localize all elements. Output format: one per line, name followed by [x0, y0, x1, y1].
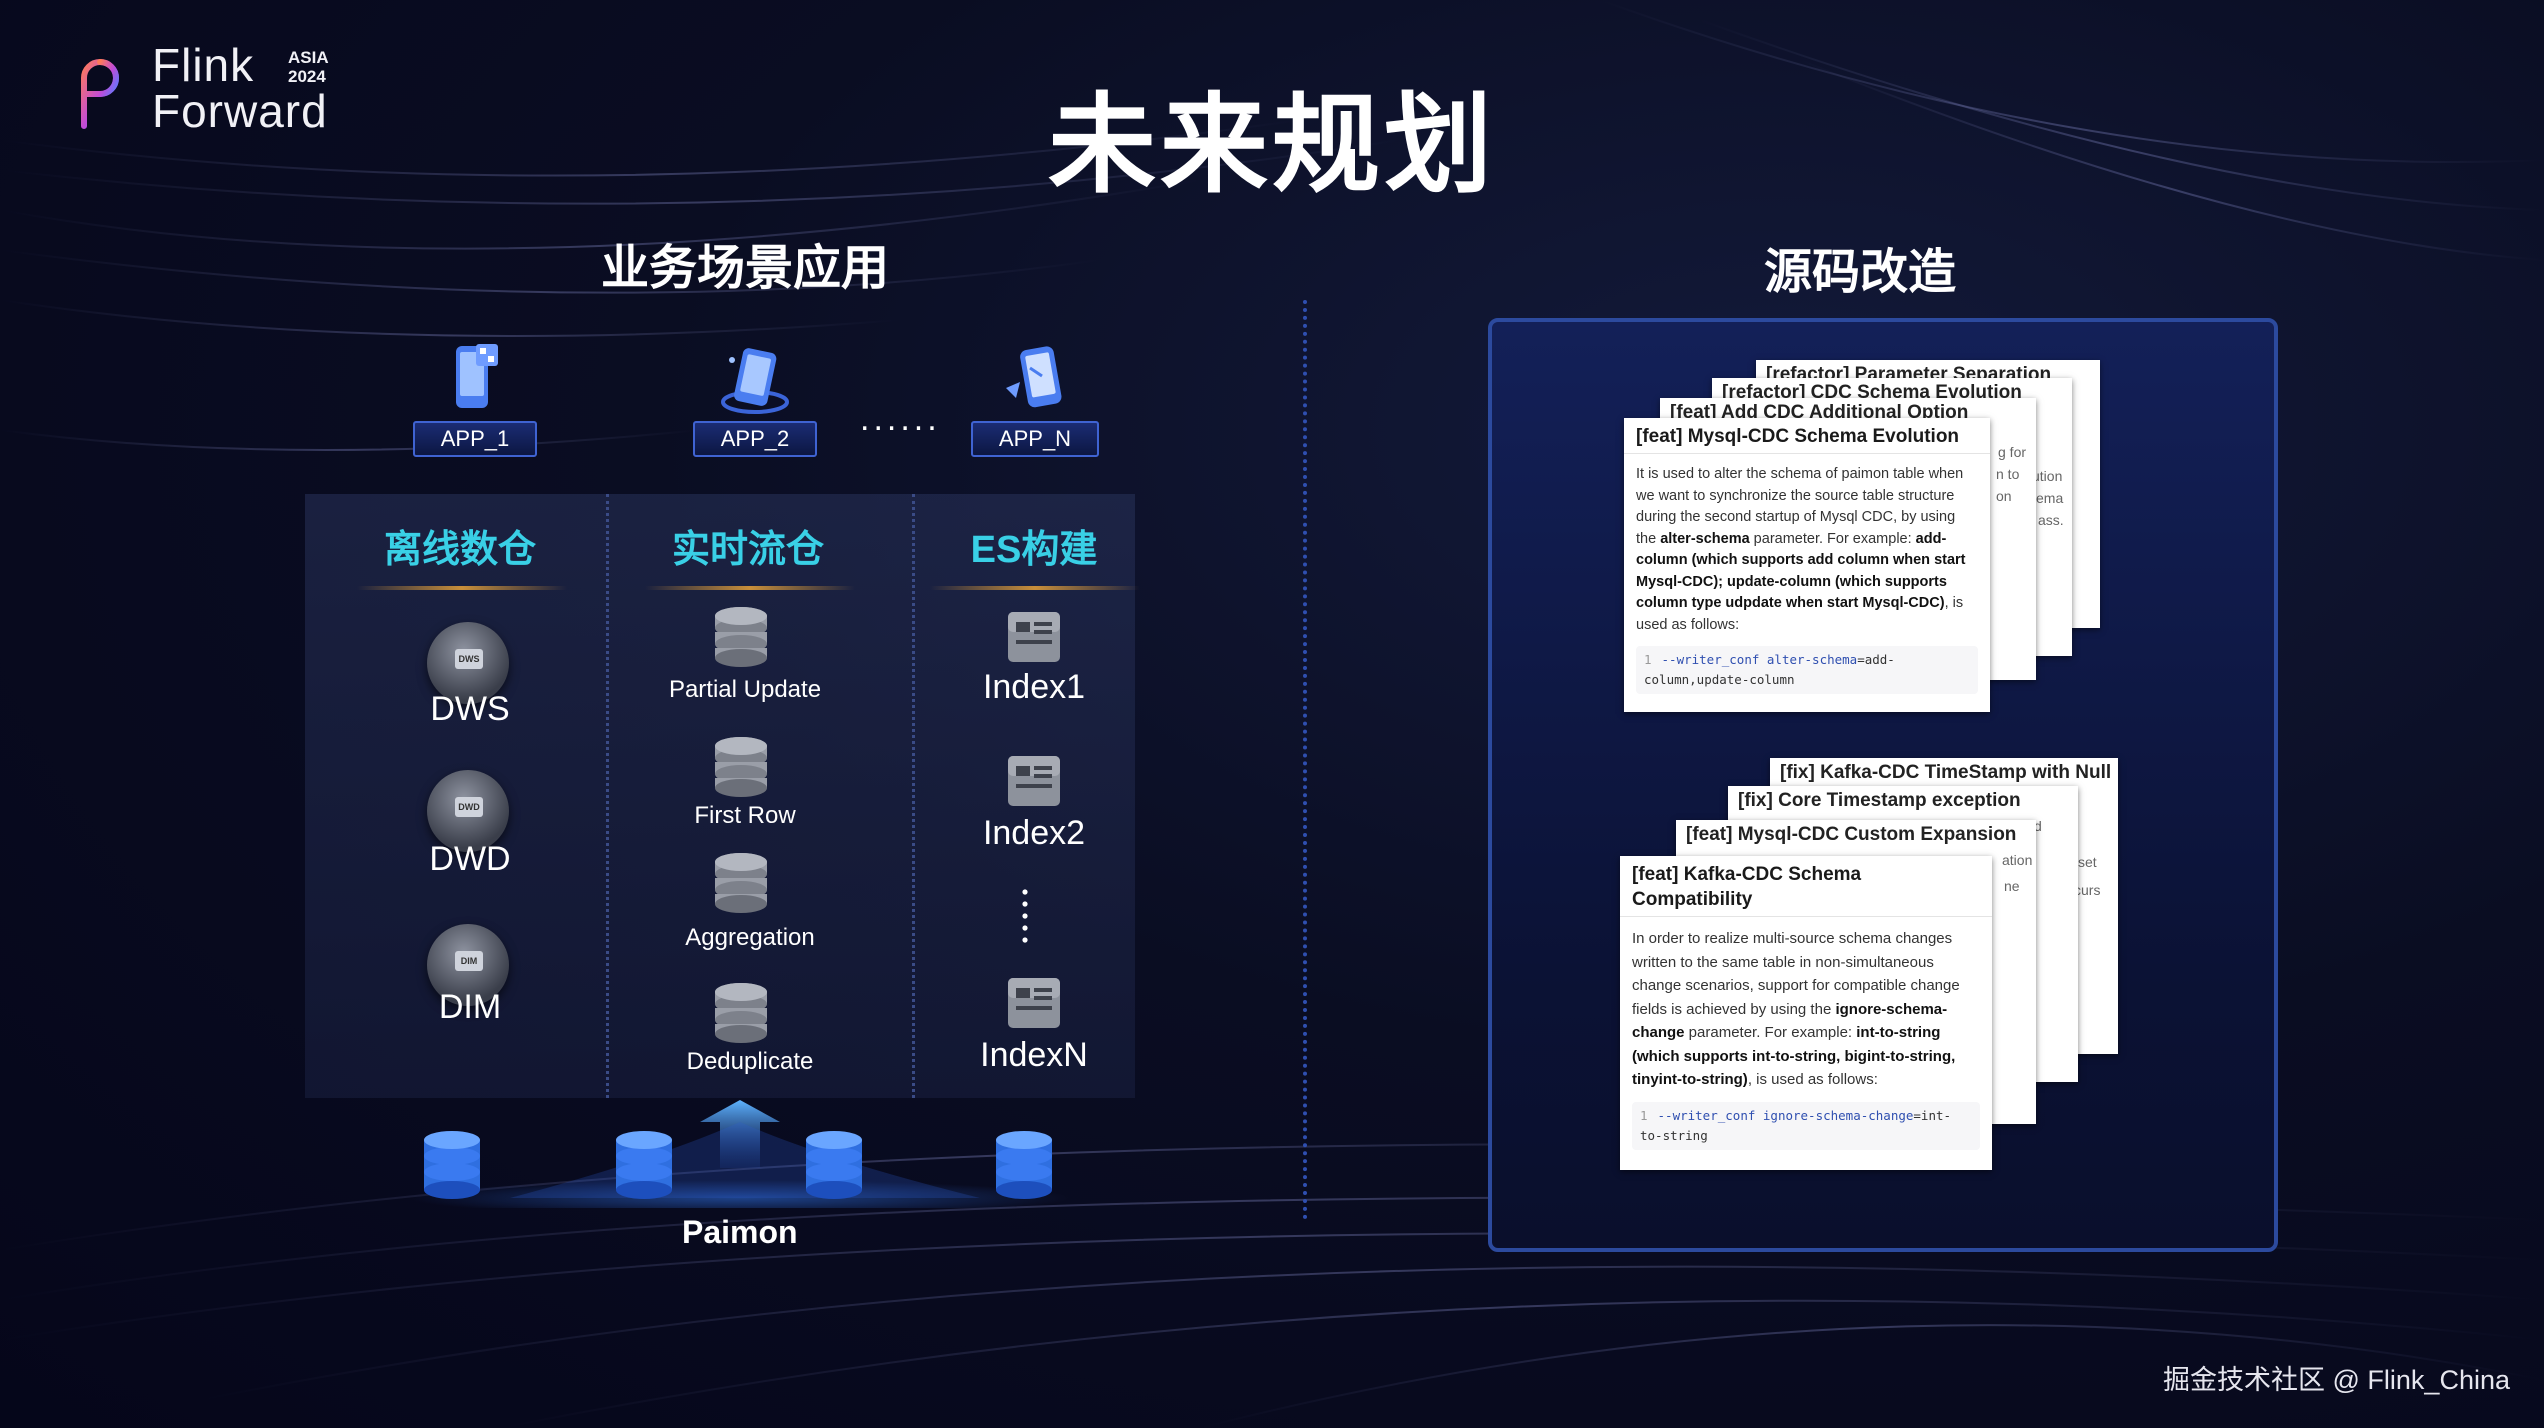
database-icon — [712, 982, 770, 1046]
index-document-icon — [1006, 754, 1062, 808]
paimon-database-icon — [420, 1130, 484, 1200]
page-title: 未来规划 — [0, 58, 2544, 214]
app-1: APP_1 — [400, 338, 550, 457]
item-aggregation: Aggregation — [630, 924, 870, 952]
database-icon — [712, 606, 770, 670]
pr-card-title: [feat] Mysql-CDC Schema Evolution — [1624, 418, 1990, 454]
column-title-realtime-warehouse: 实时流仓 — [610, 518, 886, 573]
pr-desc-text: , is used as follows: — [1748, 1071, 1878, 1088]
item-dws: DWS — [370, 690, 570, 729]
column-separator — [606, 494, 609, 1098]
pr-card-peek-text: ne — [2004, 878, 2020, 894]
database-icon — [712, 736, 770, 800]
pr-desc-bold: alter-schema — [1660, 531, 1749, 547]
pr-card-peek-text: set — [2078, 854, 2097, 870]
code-line-number: 1 — [1644, 652, 1652, 667]
item-deduplicate: Deduplicate — [630, 1048, 870, 1076]
column-title-es-build: ES构建 — [896, 518, 1172, 573]
left-section-title: 业务场景应用 — [545, 228, 945, 298]
item-index1: Index1 — [934, 668, 1134, 707]
dwd-icon-text: DWD — [455, 797, 483, 817]
app-2-label: APP_2 — [693, 421, 818, 457]
item-first-row: First Row — [630, 802, 860, 830]
app-n-label: APP_N — [971, 421, 1099, 457]
paimon-database-icon — [612, 1130, 676, 1200]
item-dwd: DWD — [370, 840, 570, 879]
column-title-offline-warehouse: 离线数仓 — [322, 518, 598, 573]
item-index2: Index2 — [934, 814, 1134, 853]
item-partial-update: Partial Update — [630, 676, 860, 704]
pr-code-snippet: 1--writer_conf alter-schema=add-column,u… — [1636, 646, 1978, 694]
pr-card-description: In order to realize multi-source schema … — [1620, 917, 1992, 1098]
mobile-app-icon — [430, 338, 520, 428]
code-line-number: 1 — [1640, 1108, 1648, 1123]
pr-card-peek-text: g for — [1998, 444, 2026, 460]
app-2: APP_2 — [680, 338, 830, 457]
pr-desc-text: parameter. For example: — [1750, 531, 1916, 547]
pr-card-peek-text: on — [1996, 488, 2012, 504]
paimon-database-icon — [802, 1130, 866, 1200]
pr-card-title: [fix] Core Timestamp exception — [1728, 786, 2078, 816]
app-n: APP_N — [960, 338, 1110, 457]
column-separator — [912, 494, 915, 1098]
index-document-icon — [1006, 610, 1062, 664]
dws-icon-text: DWS — [455, 649, 483, 669]
mobile-app-icon — [990, 338, 1080, 428]
right-section-title: 源码改造 — [1660, 232, 2060, 302]
pr-card-mysql-cdc-schema-evolution: [feat] Mysql-CDC Schema Evolution It is … — [1624, 418, 1990, 712]
pr-desc-text: parameter. For example: — [1685, 1024, 1857, 1041]
mobile-app-icon — [710, 338, 800, 428]
column-title-underline — [645, 586, 855, 590]
pr-card-description: It is used to alter the schema of paimon… — [1624, 454, 1990, 642]
pr-card-peek-text: ation — [2002, 852, 2032, 868]
item-dim: DIM — [370, 988, 570, 1027]
pr-card-peek-text: ass. — [2038, 512, 2064, 528]
pr-card-title: [feat] Mysql-CDC Custom Expansion — [1676, 820, 2036, 850]
footer-watermark: 掘金技术社区 @ Flink_China — [2163, 1358, 2510, 1397]
pr-card-peek-text: ution — [2032, 468, 2062, 484]
section-divider — [1303, 300, 1307, 1220]
column-title-underline — [357, 586, 567, 590]
pr-card-title: [fix] Kafka-CDC TimeStamp with Null — [1770, 758, 2118, 788]
column-title-underline — [930, 586, 1140, 590]
app-1-label: APP_1 — [413, 421, 538, 457]
pr-card-title: [feat] Kafka-CDC Schema Compatibility — [1620, 856, 1992, 917]
code-keyword: --writer_conf ignore-schema-change — [1658, 1108, 1914, 1123]
item-indexn: IndexN — [934, 1036, 1134, 1075]
vertical-ellipsis-icon — [1020, 888, 1030, 948]
dim-icon-text: DIM — [455, 951, 483, 971]
pr-code-snippet: 1--writer_conf ignore-schema-change=int-… — [1632, 1102, 1980, 1150]
paimon-label: Paimon — [682, 1214, 798, 1251]
pr-card-kafka-cdc-schema-compatibility: [feat] Kafka-CDC Schema Compatibility In… — [1620, 856, 1992, 1170]
pr-card-peek-text: ema — [2036, 490, 2063, 506]
apps-ellipsis: ...... — [860, 400, 941, 439]
pr-card-peek-text: n to — [1996, 466, 2019, 482]
database-icon — [712, 852, 770, 916]
paimon-database-icon — [992, 1130, 1056, 1200]
index-document-icon — [1006, 976, 1062, 1030]
code-keyword: --writer_conf alter-schema — [1662, 652, 1858, 667]
